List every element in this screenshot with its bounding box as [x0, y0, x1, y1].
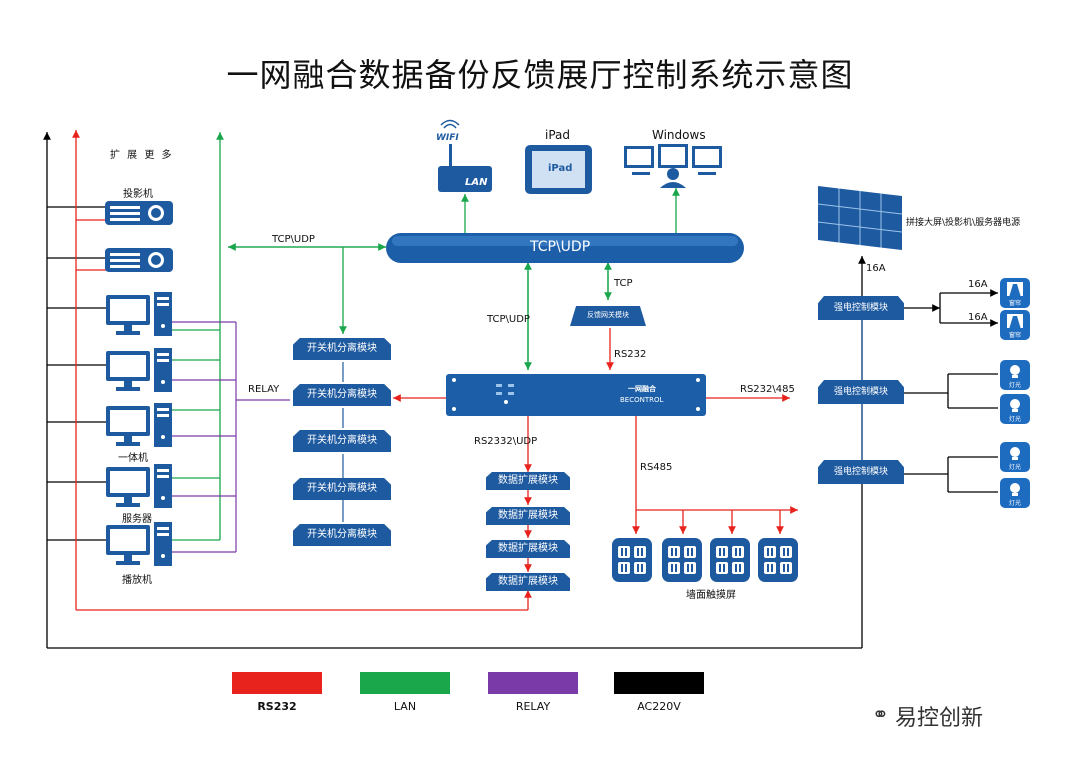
legend-label-lan: LAN [393, 700, 417, 713]
windows-label: Windows [652, 128, 706, 142]
legend-swatch-relay [488, 672, 578, 694]
legend-swatch-ac220v [614, 672, 704, 694]
switch-module-3: 开关机分离模块 [293, 430, 391, 452]
power-module-3: 强电控制模块 [818, 460, 904, 484]
data-module-4-label: 数据扩展模块 [498, 576, 558, 587]
light-4-icon: 灯光 [1000, 394, 1030, 424]
relay-wires [156, 321, 290, 553]
data-module-3-label: 数据扩展模块 [498, 543, 558, 554]
legend-label-relay: RELAY [515, 700, 551, 713]
controller-name: 一网融合 [628, 385, 656, 393]
power-module-2-label: 强电控制模块 [833, 387, 888, 397]
data-module-3: 数据扩展模块 [486, 540, 570, 558]
server-label: 服务器 [122, 514, 152, 525]
rs232-wires [72, 130, 798, 611]
switch-module-4-label: 开关机分离模块 [307, 483, 377, 494]
allinone-label: 一体机 [118, 453, 148, 464]
bus-label: TCP\UDP [530, 239, 591, 255]
switch-module-4: 开关机分离模块 [293, 478, 391, 500]
wifi-label: WIFI [436, 133, 459, 143]
light-label: 灯光 [1008, 500, 1021, 507]
light-6-icon: 灯光 [1000, 478, 1030, 508]
power-module-1: 强电控制模块 [818, 296, 904, 320]
power-module-2: 强电控制模块 [818, 380, 904, 404]
projector-1-icon [105, 201, 173, 225]
touch-panel-4-icon [758, 538, 798, 582]
touch-panel-2-icon [662, 538, 702, 582]
ipad-icon [525, 145, 592, 194]
light-3-icon: 灯光 [1000, 360, 1030, 390]
tcpudp-left-label: TCP\UDP [272, 234, 315, 245]
curtain-1-icon: 窗帘 [1000, 278, 1030, 308]
data-module-4: 数据扩展模块 [486, 573, 570, 591]
watermark: 易控创新 [895, 706, 984, 731]
controller-brand: BECONTROL [620, 396, 664, 404]
main-controller [446, 374, 706, 416]
projector-2-icon [105, 248, 173, 272]
rs485-label: RS485 [640, 462, 673, 473]
computer-2-icon [106, 348, 172, 392]
light-label: 灯光 [1008, 416, 1021, 423]
feedback-gateway-module [570, 306, 646, 326]
relay-label: RELAY [248, 384, 280, 395]
switch-module-1-label: 开关机分离模块 [307, 343, 377, 354]
computer-1-icon [106, 292, 172, 336]
data-module-1-label: 数据扩展模块 [498, 475, 558, 486]
rs232-mid-label: RS232 [614, 349, 647, 360]
lan-wires [156, 132, 680, 541]
amp-curtain-1-label: 16A [968, 279, 988, 290]
expand-more-label: 扩 展 更 多 [110, 150, 174, 161]
rs232-485-label: RS232\485 [740, 384, 795, 395]
server-icon [106, 464, 172, 508]
light-label: 灯光 [1008, 464, 1021, 471]
touch-panel-label: 墙面触摸屏 [686, 590, 736, 601]
data-module-2: 数据扩展模块 [486, 507, 570, 525]
ipad-screen-label: iPad [548, 163, 573, 174]
wifi-router-icon [438, 119, 492, 192]
projector-label: 投影机 [123, 189, 153, 200]
wechat-icon: ⚭ [872, 702, 889, 726]
legend-label-rs232: RS232 [257, 700, 297, 713]
legend-swatch-rs232 [232, 672, 322, 694]
switch-module-1: 开关机分离模块 [293, 338, 391, 360]
switch-module-2: 开关机分离模块 [293, 384, 391, 406]
player-label: 播放机 [122, 575, 152, 586]
tcp-label: TCP [614, 278, 633, 289]
switch-module-3-label: 开关机分离模块 [307, 435, 377, 446]
curtain-2-icon: 窗帘 [1000, 310, 1030, 340]
ipad-label: iPad [545, 128, 571, 142]
curtain-label: 窗帘 [1008, 332, 1021, 339]
switch-module-5-label: 开关机分离模块 [307, 529, 377, 540]
power-module-3-label: 强电控制模块 [833, 467, 888, 477]
data-module-2-label: 数据扩展模块 [498, 510, 558, 521]
video-wall-label: 拼接大屏\投影机\服务器电源 [906, 218, 1021, 228]
touch-panel-3-icon [710, 538, 750, 582]
light-label: 灯光 [1008, 382, 1021, 389]
lan-tag: LAN [465, 177, 488, 188]
tcpudp-mid-label: TCP\UDP [487, 314, 530, 325]
power-module-1-label: 强电控制模块 [833, 303, 888, 313]
diagram-title: 一网融合数据备份反馈展厅控制系统示意图 [226, 56, 854, 94]
player-icon [106, 522, 172, 566]
curtain-label: 窗帘 [1008, 300, 1021, 307]
rs2332-udp-label: RS2332\UDP [474, 436, 538, 447]
legend-label-ac220v: AC220V [637, 700, 681, 713]
touch-panel-1-icon [612, 538, 652, 582]
legend-swatch-lan [360, 672, 450, 694]
windows-pcs-icon [624, 144, 722, 188]
video-wall-icon [818, 186, 903, 250]
amp-curtain-2-label: 16A [968, 312, 988, 323]
switch-module-2-label: 开关机分离模块 [307, 389, 377, 400]
feedback-module-label: 反馈网关模块 [587, 311, 629, 319]
allinone-icon [106, 403, 172, 447]
tcpudp-bus [386, 233, 744, 263]
switch-module-5: 开关机分离模块 [293, 524, 391, 546]
data-module-1: 数据扩展模块 [486, 472, 570, 490]
amp-top-label: 16A [866, 263, 886, 274]
light-5-icon: 灯光 [1000, 442, 1030, 472]
